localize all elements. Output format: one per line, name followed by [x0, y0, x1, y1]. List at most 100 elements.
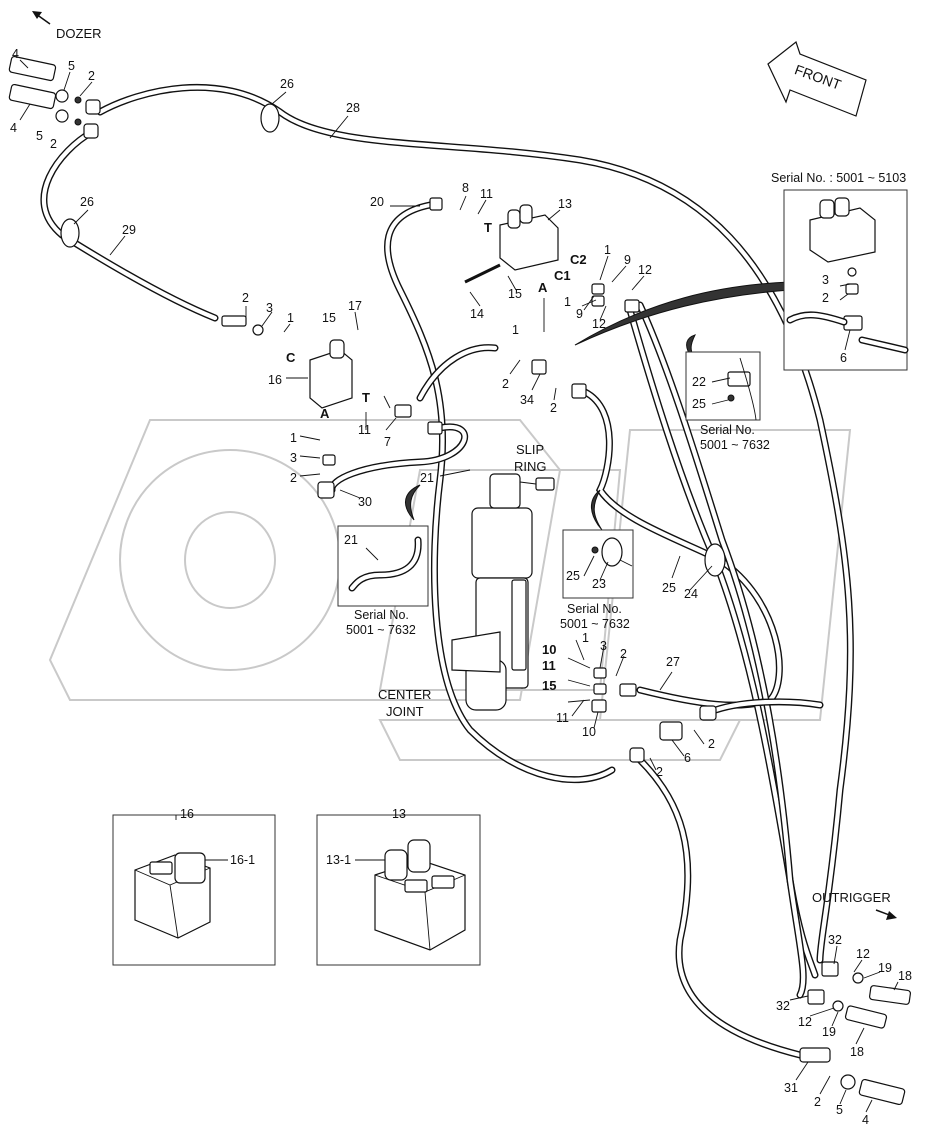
- callout-numbers: 4 5 2 4 5 2 26 28 26 29 2 3 1 15 17 16 1…: [10, 47, 912, 1127]
- callout-25: 25: [662, 581, 676, 595]
- callout-12: 12: [856, 947, 870, 961]
- callout-12: 12: [638, 263, 652, 277]
- port-c-left: C: [286, 350, 296, 365]
- callout-1: 1: [564, 295, 571, 309]
- callout-3: 3: [266, 301, 273, 315]
- callout-16: 16: [180, 807, 194, 821]
- callout-34: 34: [520, 393, 534, 407]
- callout-4: 4: [10, 121, 17, 135]
- callout-2: 2: [502, 377, 509, 391]
- callout-11: 11: [480, 187, 493, 201]
- callout-30: 30: [358, 495, 372, 509]
- callout-3: 3: [290, 451, 297, 465]
- slip-ring-label-line2: RING: [514, 459, 547, 474]
- callout-2: 2: [656, 765, 663, 779]
- callout-2: 2: [290, 471, 297, 485]
- callout-11: 11: [556, 711, 569, 725]
- callout-16: 16: [268, 373, 282, 387]
- callout-21: 21: [420, 471, 434, 485]
- callout-9: 9: [624, 253, 631, 267]
- callout-15: 15: [322, 311, 336, 325]
- dozer-arrow-icon: [32, 11, 51, 25]
- port-a-left: A: [320, 406, 330, 421]
- callout-4: 4: [862, 1113, 869, 1127]
- callout-31: 31: [784, 1081, 798, 1095]
- detail-box-21-contents: [348, 536, 422, 592]
- serial-b-line2: 5001 ~ 7632: [346, 623, 416, 637]
- fittings: [317, 197, 717, 763]
- callout-2: 2: [242, 291, 249, 305]
- port-c2: C2: [570, 252, 587, 267]
- callout-6: 6: [684, 751, 691, 765]
- valve-16: [221, 315, 353, 466]
- center-joint-label-line1: CENTER: [378, 687, 431, 702]
- callout-7: 7: [384, 435, 391, 449]
- callout-2: 2: [550, 401, 557, 415]
- serial-a-line1: Serial No.: [700, 423, 755, 437]
- callout-13-1: 13-1: [326, 853, 351, 867]
- callout-2: 2: [88, 69, 95, 83]
- callout-1: 1: [290, 431, 297, 445]
- port-15: 15: [542, 678, 556, 693]
- front-arrow-icon: [767, 41, 867, 117]
- callout-32: 32: [828, 933, 842, 947]
- callout-1: 1: [604, 243, 611, 257]
- center-joint: [451, 473, 555, 711]
- callout-19: 19: [822, 1025, 836, 1039]
- callout-26: 26: [80, 195, 94, 209]
- slip-ring-label-line1: SLIP: [516, 442, 544, 457]
- callout-14: 14: [470, 307, 484, 321]
- callout-26: 26: [280, 77, 294, 91]
- callout-22: 22: [692, 375, 706, 389]
- dozer-fittings: [8, 55, 101, 139]
- center-joint-label-line2: JOINT: [386, 704, 424, 719]
- callout-4: 4: [12, 47, 19, 61]
- callout-1: 1: [582, 631, 589, 645]
- callout-18: 18: [850, 1045, 864, 1059]
- dozer-label: DOZER: [56, 26, 102, 41]
- callout-21: 21: [344, 533, 358, 547]
- callout-10: 10: [582, 725, 596, 739]
- detail-box-top-right-contents: [786, 197, 909, 354]
- detail-box-22-contents: [727, 357, 757, 421]
- callout-9: 9: [576, 307, 583, 321]
- callout-8: 8: [462, 181, 469, 195]
- callout-2: 2: [50, 137, 57, 151]
- port-t-top: T: [484, 220, 492, 235]
- callout-2: 2: [822, 291, 829, 305]
- callout-3: 3: [822, 273, 829, 287]
- callout-18: 18: [898, 969, 912, 983]
- callout-28: 28: [346, 101, 360, 115]
- serial-c-line1: Serial No.: [567, 602, 622, 616]
- callout-24: 24: [684, 587, 698, 601]
- serial-a-line2: 5001 ~ 7632: [700, 438, 770, 452]
- port-c1: C1: [554, 268, 571, 283]
- callout-5: 5: [836, 1103, 843, 1117]
- detail-box-16-contents: [134, 852, 211, 939]
- callout-2: 2: [814, 1095, 821, 1109]
- callout-15: 15: [508, 287, 522, 301]
- callout-32: 32: [776, 999, 790, 1013]
- callout-5: 5: [68, 59, 75, 73]
- serial-c-line2: 5001 ~ 7632: [560, 617, 630, 631]
- callout-13: 13: [558, 197, 572, 211]
- detail-box-13-contents: [374, 839, 466, 951]
- callout-13: 13: [392, 807, 406, 821]
- callout-25: 25: [692, 397, 706, 411]
- callout-2: 2: [620, 647, 627, 661]
- callout-2: 2: [708, 737, 715, 751]
- callout-16-1: 16-1: [230, 853, 255, 867]
- callout-27: 27: [666, 655, 680, 669]
- callout-5: 5: [36, 129, 43, 143]
- callout-19: 19: [878, 961, 892, 975]
- outrigger-label: OUTRIGGER: [812, 890, 891, 905]
- callout-3: 3: [600, 639, 607, 653]
- callout-23: 23: [592, 577, 606, 591]
- serial-top-right: Serial No. : 5001 ~ 5103: [771, 171, 906, 185]
- callout-29: 29: [122, 223, 136, 237]
- callout-11: 11: [358, 423, 371, 437]
- valve-13: [464, 204, 605, 307]
- callout-6: 6: [840, 351, 847, 365]
- port-11: 11: [542, 658, 556, 673]
